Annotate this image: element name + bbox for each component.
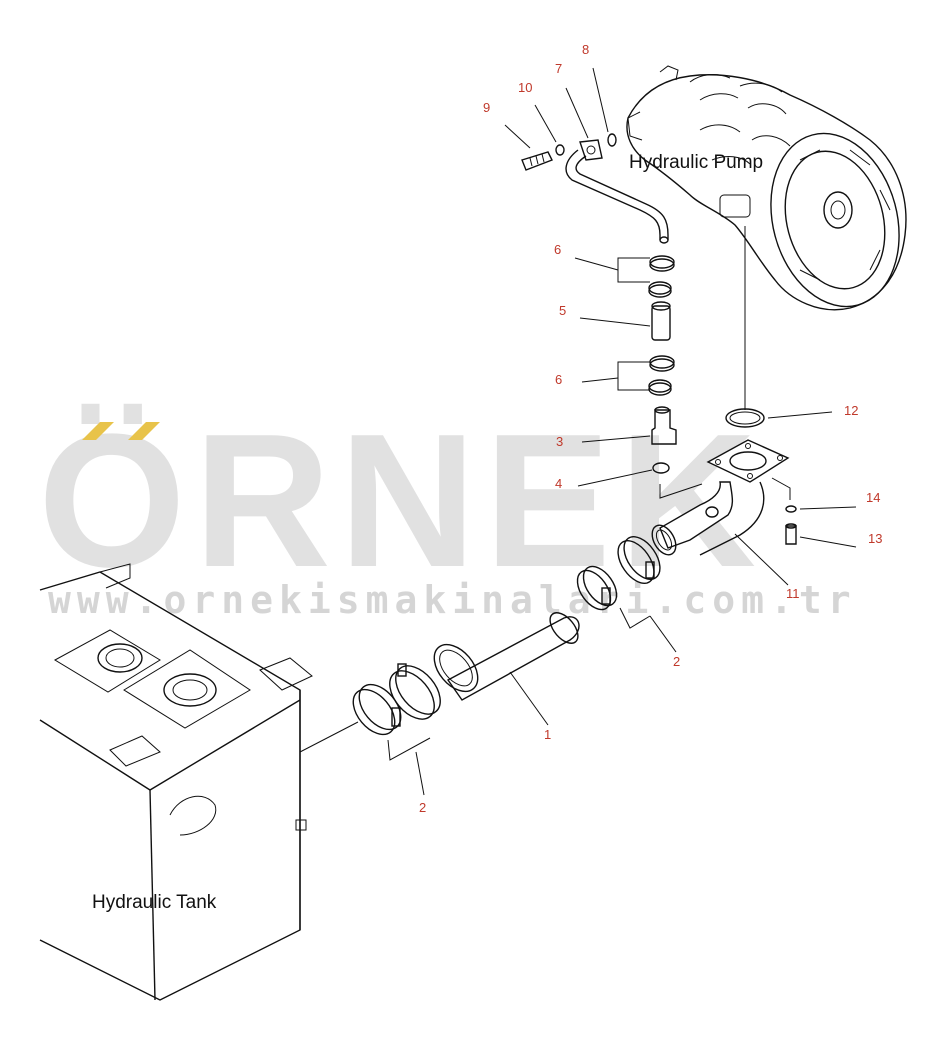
callout-6-upper: 6 [554,242,561,257]
hydraulic-pump: Hydraulic Pump [626,65,907,311]
elbow-assembly [651,226,797,556]
watermark-brand: ÖRNEK [38,395,764,607]
leader-lines [387,67,857,796]
callout-5: 5 [559,303,566,318]
watermark-accent-left [82,422,114,440]
watermark-accent-right [128,422,160,440]
main-hose-assembly [352,536,661,736]
watermark: ÖRNEK www.ornekismakinalari.com.tr [38,395,857,622]
pump-label: Hydraulic Pump [629,152,763,173]
hose-1 [446,616,580,701]
callout-3: 3 [556,434,563,449]
o-ring-8 [607,133,617,147]
fitting-3 [651,409,677,445]
bolt-9 [521,151,553,171]
callout-2-right: 2 [673,654,680,669]
callout-numbers: 9 10 7 8 6 5 6 3 4 12 14 13 11 2 1 2 [419,42,882,815]
hydraulic-tank: Hydraulic Tank [39,563,359,1001]
callout-8: 8 [582,42,589,57]
callout-1: 1 [544,727,551,742]
callout-14: 14 [866,490,880,505]
washer-14 [785,505,797,513]
callout-2-left: 2 [419,800,426,815]
callout-13: 13 [868,531,882,546]
watermark-url: www.ornekismakinalari.com.tr [48,578,857,622]
pipe-assembly [521,133,669,244]
elbow-flange [706,439,790,483]
callout-4: 4 [555,476,562,491]
callout-10: 10 [518,80,532,95]
tank-label: Hydraulic Tank [92,892,217,913]
small-hose-stack [648,255,677,474]
callout-12: 12 [844,403,858,418]
o-ring-4 [652,462,670,474]
washer-10 [555,144,565,156]
callout-11: 11 [786,586,800,601]
o-ring-12 [725,408,765,428]
hose-5 [651,305,671,341]
callout-6-lower: 6 [555,372,562,387]
callout-7: 7 [555,61,562,76]
callout-9: 9 [483,100,490,115]
bolt-13 [785,525,797,545]
